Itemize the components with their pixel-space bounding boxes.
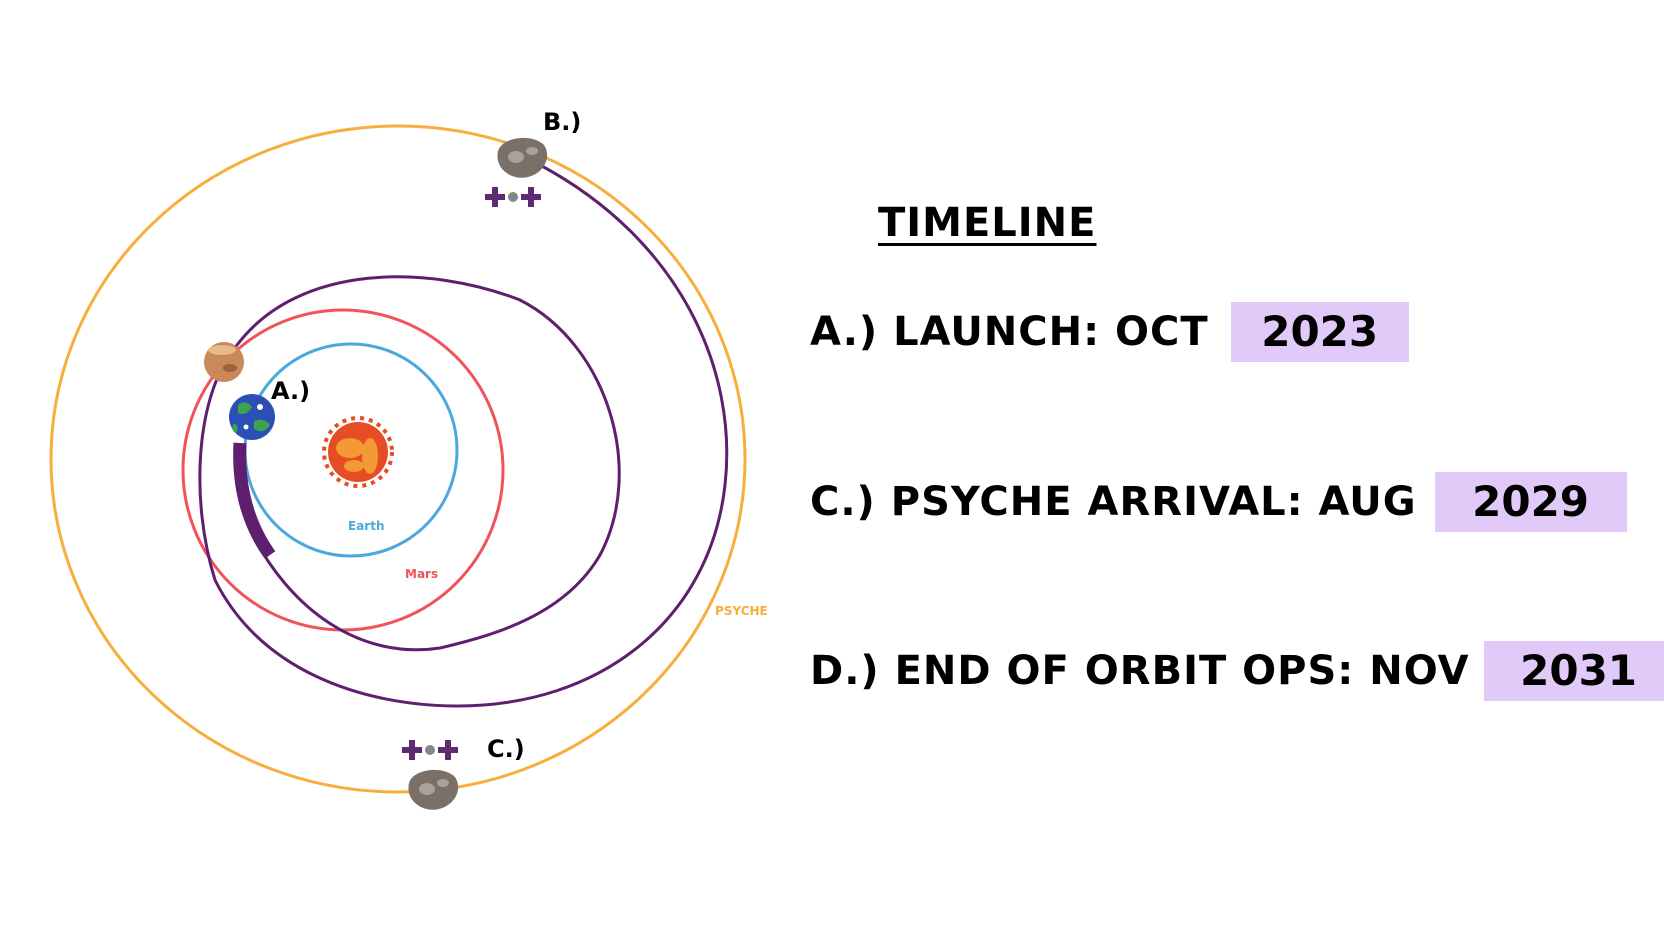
spacecraft-arrival-icon (402, 740, 458, 760)
point-label-b: B.) (543, 108, 581, 136)
trajectory-inner-loop (235, 275, 621, 652)
mars-planet-icon (204, 342, 244, 382)
earth-planet-icon (229, 394, 275, 440)
year-badge: 2029 (1434, 472, 1627, 532)
mars-orbit-label: Mars (405, 567, 438, 581)
event-label: D.) END OF ORBIT OPS: NOV (810, 648, 1470, 694)
sun-icon (322, 416, 394, 488)
year-badge: 2023 (1230, 302, 1409, 362)
event-label: C.) PSYCHE ARRIVAL: AUG (810, 479, 1417, 525)
event-label: A.) LAUNCH: OCT (810, 309, 1209, 355)
psyche-orbit-label: PSYCHE (715, 604, 768, 618)
point-label-a: A.) (271, 377, 310, 405)
trajectory-outer-loop (198, 163, 729, 708)
timeline-event-end-of-ops: D.) END OF ORBIT OPS: NOV 2031 (810, 641, 1664, 701)
psyche-asteroid-arrival-icon (408, 769, 459, 810)
launch-arc (233, 442, 276, 559)
psyche-asteroid-icon (497, 137, 548, 178)
earth-orbit-label: Earth (348, 519, 385, 533)
timeline-event-launch: A.) LAUNCH: OCT 2023 (810, 302, 1409, 362)
psyche-orbit (49, 124, 747, 794)
timeline-event-arrival: C.) PSYCHE ARRIVAL: AUG 2029 (810, 472, 1627, 532)
spacecraft-icon (485, 187, 541, 207)
year-badge: 2031 (1483, 641, 1664, 701)
point-label-c: C.) (487, 735, 525, 763)
timeline-title: TIMELINE (878, 200, 1097, 246)
